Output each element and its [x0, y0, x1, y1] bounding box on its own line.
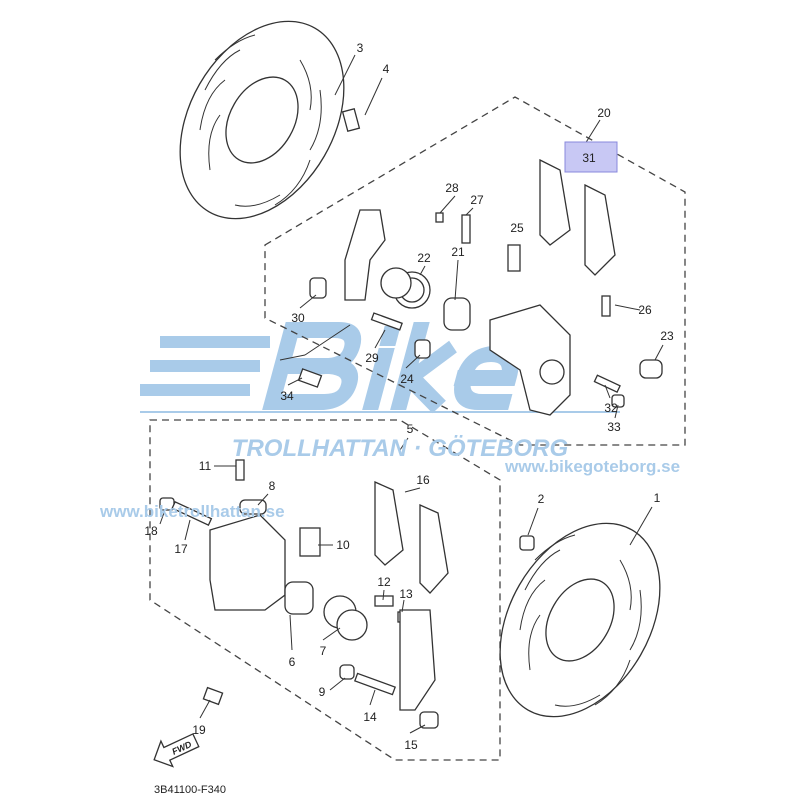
label-29[interactable]: 29: [365, 351, 379, 365]
lower-parts: [159, 459, 535, 729]
label-26[interactable]: 26: [638, 303, 652, 317]
label-19[interactable]: 19: [192, 723, 206, 737]
label-32[interactable]: 32: [604, 401, 618, 415]
caliper-assembly-upper-outline: [264, 96, 686, 446]
label-27[interactable]: 27: [470, 193, 484, 207]
watermark-url-left: www.biketrollhattan.se: [99, 502, 285, 521]
label-24[interactable]: 24: [400, 372, 414, 386]
label-10[interactable]: 10: [336, 538, 350, 552]
highlight-part-31[interactable]: [564, 141, 618, 173]
label-21[interactable]: 21: [451, 245, 465, 259]
label-34[interactable]: 34: [280, 389, 294, 403]
label-20[interactable]: 20: [597, 106, 611, 120]
label-5[interactable]: 5: [407, 422, 414, 436]
caliper-assembly-lower-outline: [149, 419, 501, 761]
label-16[interactable]: 16: [416, 473, 430, 487]
watermark-url-right: www.bikegoteborg.se: [504, 457, 680, 476]
label-14[interactable]: 14: [363, 710, 377, 724]
label-33[interactable]: 33: [607, 420, 621, 434]
label-8[interactable]: 8: [269, 479, 276, 493]
upper-parts: [297, 107, 663, 416]
label-4[interactable]: 4: [383, 62, 390, 76]
label-11[interactable]: 11: [199, 459, 212, 473]
label-25[interactable]: 25: [510, 221, 524, 235]
label-3[interactable]: 3: [357, 41, 364, 55]
label-13[interactable]: 13: [399, 587, 413, 601]
part-labels: 3 4 20 31 28 27 25 22 21 26 23 30 29 24 …: [144, 41, 674, 752]
label-1[interactable]: 1: [654, 491, 661, 505]
label-7[interactable]: 7: [320, 644, 327, 658]
label-22[interactable]: 22: [417, 251, 431, 265]
brake-disc-lower: [499, 522, 661, 718]
label-9[interactable]: 9: [319, 685, 326, 699]
watermark-tagline: TROLLHATTAN · GÖTEBORG: [232, 435, 568, 462]
label-15[interactable]: 15: [404, 738, 418, 752]
label-2[interactable]: 2: [538, 492, 545, 506]
watermark-text: TROLLHATTAN · GÖTEBORG www.biketrollhatt…: [99, 435, 680, 521]
label-31[interactable]: 31: [582, 151, 596, 165]
label-17[interactable]: 17: [174, 542, 188, 556]
label-30[interactable]: 30: [291, 311, 305, 325]
label-12[interactable]: 12: [377, 575, 391, 589]
label-6[interactable]: 6: [289, 655, 296, 669]
diagram-code: 3B41100-F340: [154, 784, 226, 796]
label-28[interactable]: 28: [445, 181, 459, 195]
brake-disc-upper: [179, 20, 345, 220]
fwd-arrow-icon: FWD: [153, 733, 200, 768]
label-23[interactable]: 23: [660, 329, 674, 343]
label-18[interactable]: 18: [144, 524, 158, 538]
